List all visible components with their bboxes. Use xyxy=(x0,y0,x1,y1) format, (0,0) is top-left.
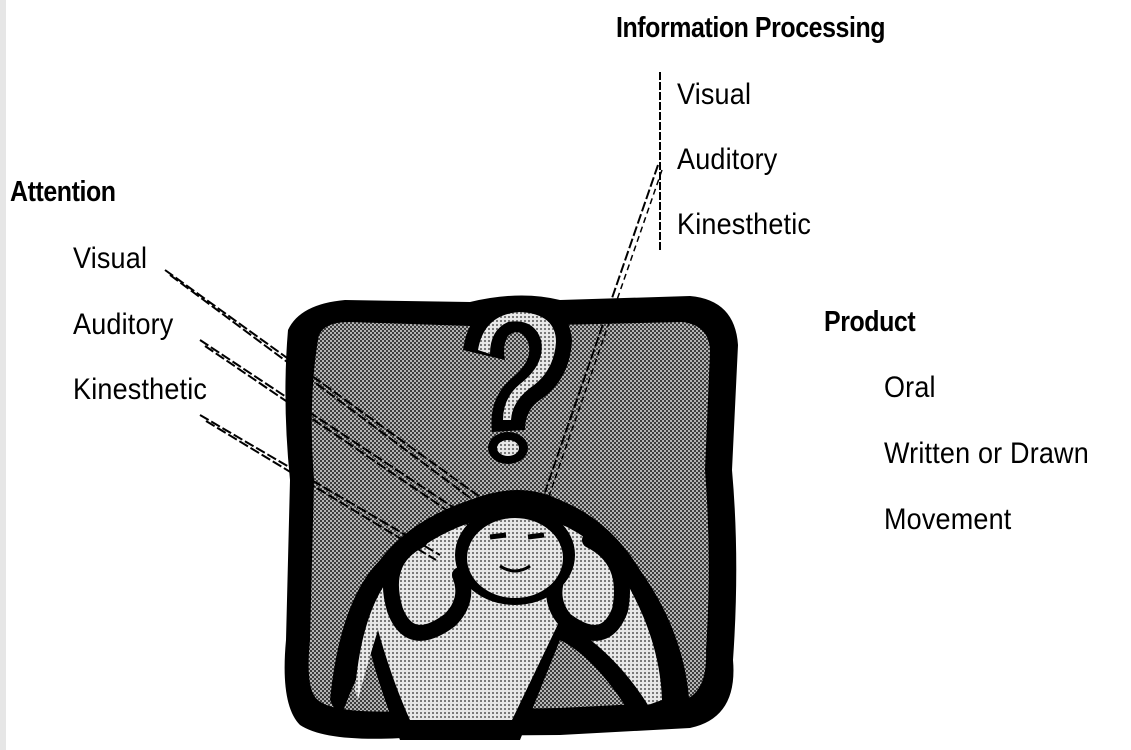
left-eye xyxy=(490,535,506,537)
product-item-movement: Movement xyxy=(884,503,1011,537)
info-processing-item-auditory: Auditory xyxy=(677,143,777,177)
info-processing-heading: Information Processing xyxy=(616,12,885,45)
product-heading: Product xyxy=(824,306,915,339)
attention-item-auditory: Auditory xyxy=(73,308,173,342)
product-item-written-or-drawn: Written or Drawn xyxy=(884,437,1089,471)
attention-item-kinesthetic: Kinesthetic xyxy=(73,373,207,407)
attention-item-visual: Visual xyxy=(73,242,147,276)
info-processing-item-kinesthetic: Kinesthetic xyxy=(677,208,811,242)
product-item-oral: Oral xyxy=(884,371,936,405)
right-eye xyxy=(528,535,544,537)
info-processing-item-visual: Visual xyxy=(677,78,751,112)
attention-heading: Attention xyxy=(10,176,116,209)
